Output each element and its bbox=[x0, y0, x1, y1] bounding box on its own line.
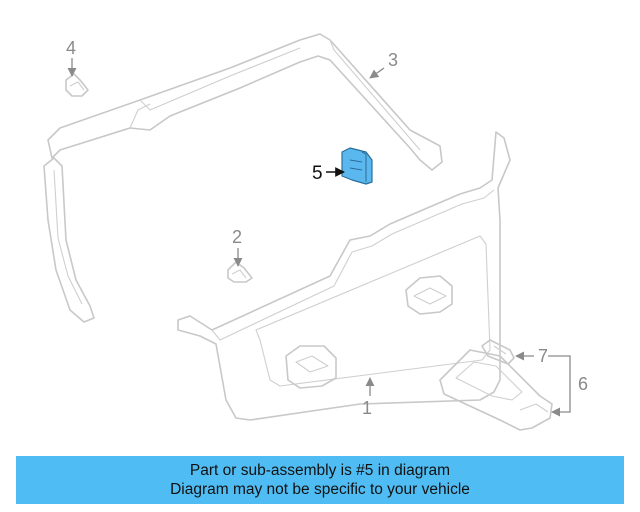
callout-7[interactable]: 7 bbox=[538, 346, 548, 366]
part-3-upper-trim bbox=[47, 33, 443, 171]
part-4-side-trim bbox=[43, 157, 95, 323]
callout-6[interactable]: 6 bbox=[578, 374, 588, 394]
part-5-highlighted[interactable] bbox=[341, 147, 373, 185]
callout-2[interactable]: 2 bbox=[232, 227, 242, 247]
callout-3[interactable]: 3 bbox=[388, 50, 398, 70]
part-6-lamp-assembly bbox=[439, 349, 553, 431]
leader-6 bbox=[548, 355, 571, 417]
banner-line-part: Part or sub-assembly is #5 in diagram bbox=[189, 462, 451, 479]
leader-3 bbox=[369, 67, 385, 79]
banner-line-disclaimer: Diagram may not be specific to your vehi… bbox=[170, 481, 470, 498]
part-7-bulb bbox=[481, 339, 515, 365]
part-1-liftgate-panel bbox=[177, 131, 511, 421]
part-2-clip bbox=[227, 261, 253, 283]
callout-4[interactable]: 4 bbox=[66, 38, 76, 58]
info-banner: Part or sub-assembly is #5 in diagram Di… bbox=[16, 456, 624, 504]
callout-1[interactable]: 1 bbox=[362, 398, 372, 418]
parts-diagram: 4 3 2 5 1 7 6 bbox=[43, 33, 588, 431]
part-4-clip bbox=[65, 73, 89, 97]
callout-5[interactable]: 5 bbox=[312, 163, 323, 184]
